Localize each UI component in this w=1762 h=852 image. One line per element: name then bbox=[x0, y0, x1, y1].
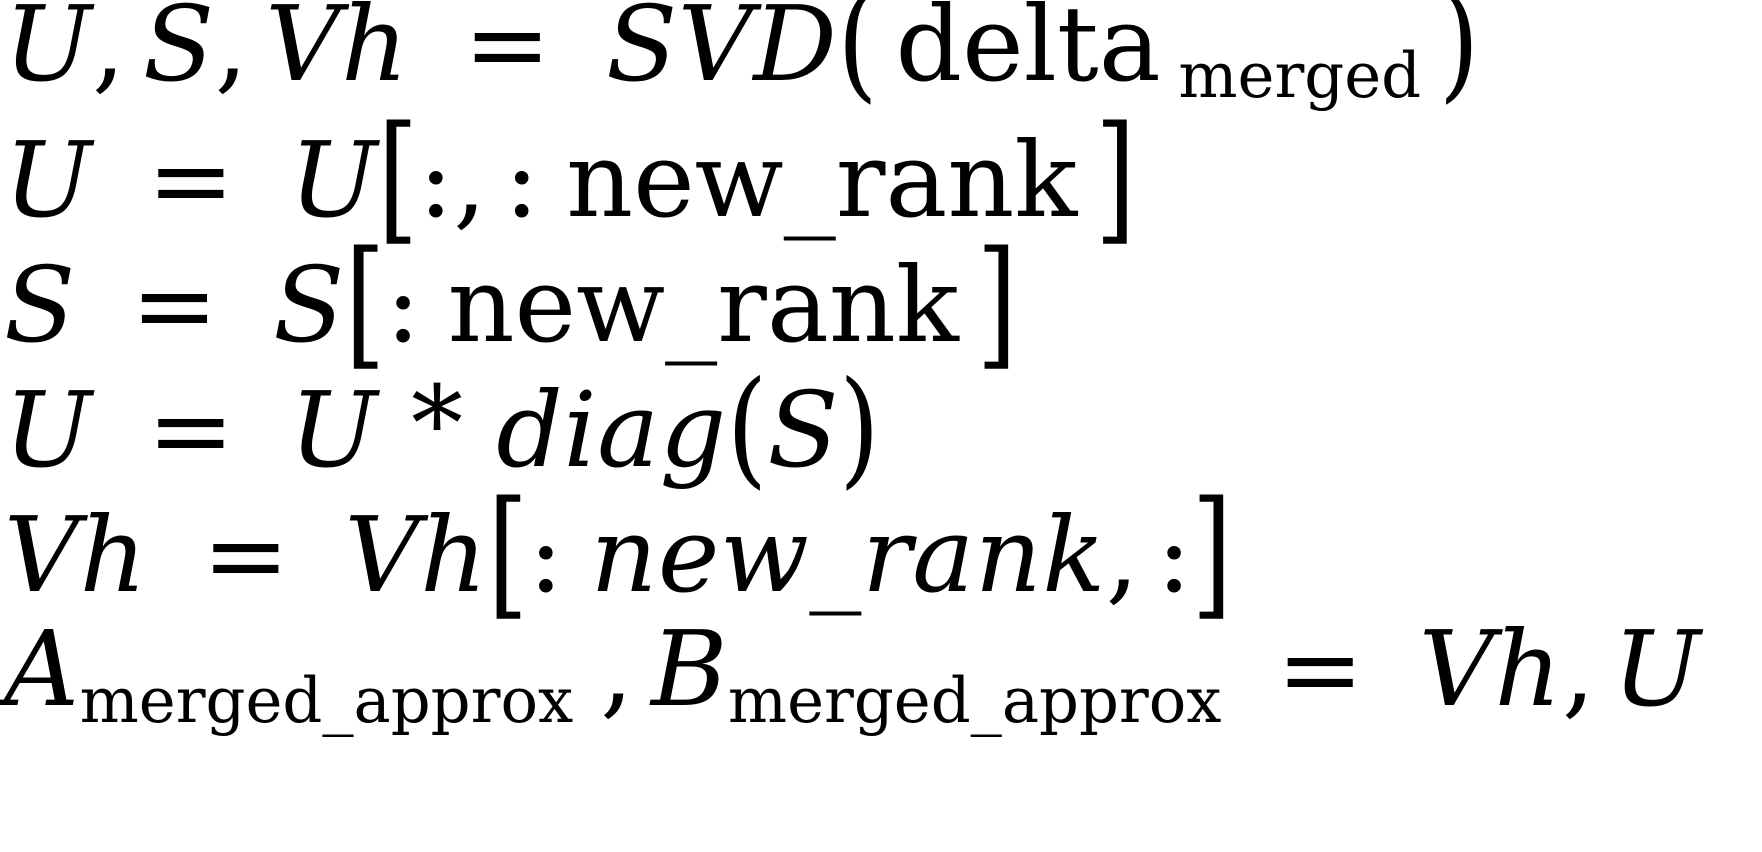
math-comma: , bbox=[92, 0, 126, 106]
math-func-V: V bbox=[677, 0, 754, 106]
math-var-B: B bbox=[650, 608, 728, 731]
math-subscript-merged: merged bbox=[1178, 38, 1422, 112]
math-comma: , bbox=[1105, 494, 1139, 616]
math-bracket-open: [ bbox=[344, 220, 386, 384]
math-bracket-close: ] bbox=[1191, 470, 1233, 634]
math-equals-sign: = bbox=[463, 0, 551, 106]
math-comma: , bbox=[453, 119, 487, 241]
math-var-V-lhs: V bbox=[4, 494, 80, 616]
math-paren-close: ) bbox=[1438, 0, 1480, 117]
math-paren-close: ) bbox=[839, 352, 880, 502]
math-equals-sign: = bbox=[147, 119, 235, 241]
math-var-V: V bbox=[265, 0, 342, 106]
math-var-U-lhs: U bbox=[4, 119, 93, 241]
math-var-U-rhs: U bbox=[289, 119, 378, 241]
math-comma: , bbox=[214, 0, 248, 106]
math-asterisk-operator: * bbox=[410, 362, 463, 485]
math-func-D: D bbox=[753, 0, 838, 106]
math-subscript-merged-approx-a: merged_approx bbox=[79, 663, 574, 737]
math-var-h: h bbox=[341, 0, 409, 106]
math-var-U: U bbox=[4, 0, 93, 106]
math-var-V-rhs: V bbox=[1418, 608, 1495, 731]
math-colon: : bbox=[1156, 494, 1192, 616]
math-subscript-merged-approx-b: merged_approx bbox=[727, 663, 1222, 737]
math-equals-sign: = bbox=[130, 244, 219, 366]
math-bracket-close: ] bbox=[976, 220, 1018, 384]
math-colon: : bbox=[504, 119, 540, 241]
math-var-S-rhs: S bbox=[273, 244, 345, 366]
math-bracket-close: ] bbox=[1095, 95, 1136, 259]
math-index-new-rank: new_rank bbox=[447, 244, 959, 366]
math-comma: , bbox=[600, 608, 634, 731]
math-var-U-rhs: U bbox=[289, 369, 378, 491]
math-var-A: A bbox=[4, 608, 80, 731]
math-paren-open: ( bbox=[837, 0, 878, 117]
math-paren-open: ( bbox=[726, 352, 768, 502]
math-colon: : bbox=[385, 244, 421, 366]
math-var-U-lhs: U bbox=[4, 369, 93, 491]
math-equals-sign: = bbox=[202, 494, 290, 616]
math-colon: : bbox=[418, 119, 454, 241]
math-index-new-rank: new_rank bbox=[566, 119, 1078, 241]
math-bracket-open: [ bbox=[487, 470, 529, 634]
math-var-V-rhs: V bbox=[344, 494, 421, 616]
math-equals-sign: = bbox=[147, 369, 235, 491]
math-index-new-rank: new_rank bbox=[590, 494, 1106, 616]
math-func-diag: diag bbox=[496, 369, 727, 491]
math-var-h-rhs: h bbox=[420, 494, 488, 616]
math-var-S-arg: S bbox=[767, 369, 840, 491]
math-var-U-rhs: U bbox=[1612, 608, 1701, 731]
math-var-S-lhs: S bbox=[4, 244, 76, 366]
math-var-h-lhs: h bbox=[79, 494, 148, 616]
math-operand-delta: delta bbox=[895, 0, 1161, 106]
math-colon: : bbox=[528, 494, 564, 616]
math-var-S: S bbox=[142, 0, 215, 106]
math-comma: , bbox=[1562, 608, 1596, 731]
math-bracket-open: [ bbox=[377, 95, 419, 259]
math-var-h-rhs: h bbox=[1494, 608, 1562, 731]
math-equals-sign: = bbox=[1276, 608, 1364, 731]
math-func-S: S bbox=[605, 0, 678, 106]
